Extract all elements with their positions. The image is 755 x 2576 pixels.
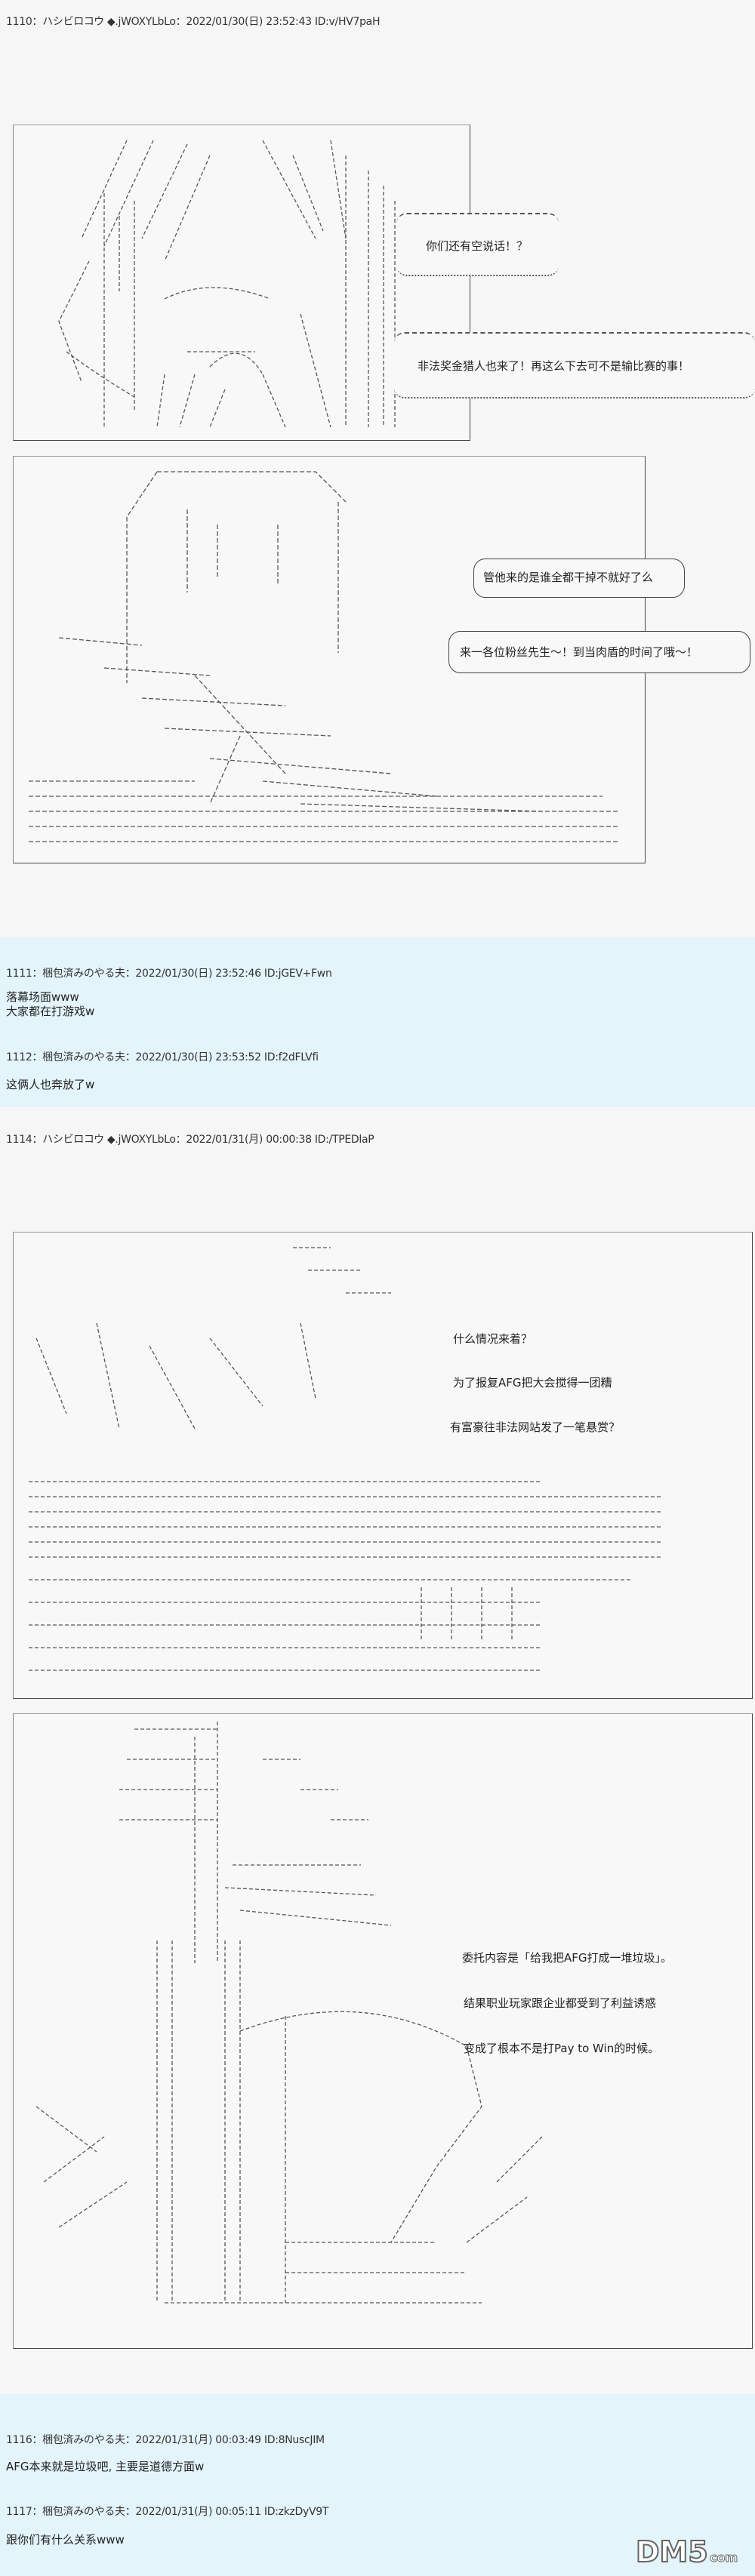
post-header: 1112：梱包済みのやる夫：2022/01/30(日) 23:53:52 ID:…	[6, 1051, 319, 1063]
dialogue-line: 非法奖金猎人也来了！再这么下去可不是输比赛的事！	[418, 359, 690, 373]
post-1114: 1114：ハシビロコウ ◆.jWOXYLbLo：2022/01/31(月) 00…	[0, 1107, 755, 2394]
post-1110: 1110：ハシビロコウ ◆.jWOXYLbLo：2022/01/30(日) 23…	[0, 0, 755, 937]
post-header: 1114：ハシビロコウ ◆.jWOXYLbLo：2022/01/31(月) 00…	[6, 1134, 374, 1146]
dialogue-line: 为了报复AFG把大会搅得一团糟	[453, 1376, 612, 1390]
aa-panel-1	[13, 125, 470, 441]
comments-block-2: 1116：梱包済みのやる夫：2022/01/31(月) 00:03:49 ID:…	[0, 2394, 755, 2576]
post-body-line: AFG本来就是垃圾吧, 主要是道德方面w	[6, 2460, 205, 2473]
speech-bubble	[473, 559, 685, 598]
ascii-art-character-illustration	[29, 471, 618, 842]
dm5-watermark-logo: DM5 com	[636, 2534, 738, 2566]
post-body-line: 跟你们有什么关系www	[6, 2533, 125, 2547]
svg-text:com: com	[710, 2550, 738, 2565]
post-body-line: 大家都在打游戏w	[6, 1005, 95, 1018]
dialogue-line: 变成了根本不是打Pay to Win的时候。	[464, 2042, 660, 2055]
post-header: 1116：梱包済みのやる夫：2022/01/31(月) 00:03:49 ID:…	[6, 2434, 325, 2446]
post-body-line: 落幕场面www	[6, 990, 79, 1004]
ascii-art-gunfight-illustration	[29, 1247, 663, 1671]
dialogue-line: 有富豪往非法网站发了一笔悬赏？	[450, 1420, 621, 1434]
svg-text:DM5: DM5	[636, 2535, 708, 2566]
post-header: 1117：梱包済みのやる夫：2022/01/31(月) 00:05:11 ID:…	[6, 2506, 329, 2518]
post-body-line: 这俩人也奔放了w	[6, 1078, 95, 1091]
aa-panel-4	[13, 1713, 753, 2349]
dialogue-line: 你们还有空说话！？	[426, 239, 528, 253]
post-header: 1111：梱包済みのやる夫：2022/01/30(日) 23:52:46 ID:…	[6, 968, 332, 980]
dialogue-line: 结果职业玩家跟企业都受到了利益诱惑	[464, 1996, 657, 2010]
speech-bubble	[396, 213, 559, 276]
dialogue-line: 管他来的是谁全都干掉不就好了么	[483, 571, 654, 584]
aa-panel-3	[13, 1232, 753, 1699]
speech-bubble	[394, 332, 755, 399]
ascii-art-building-illustration	[35, 1722, 543, 2304]
post-header: 1110：ハシビロコウ ◆.jWOXYLbLo：2022/01/30(日) 23…	[6, 16, 381, 28]
speech-bubble	[448, 631, 750, 673]
comments-block-1: 1111：梱包済みのやる夫：2022/01/30(日) 23:52:46 ID:…	[0, 937, 755, 1107]
dialogue-line: 来一各位粉丝先生～！到当肉盾的时间了哦～！	[460, 645, 698, 659]
ascii-art-character-illustration	[58, 140, 396, 428]
dialogue-line: 什么情况来着？	[453, 1332, 533, 1346]
dialogue-line: 委托内容是「给我把AFG打成一堆垃圾」。	[462, 1951, 673, 1965]
